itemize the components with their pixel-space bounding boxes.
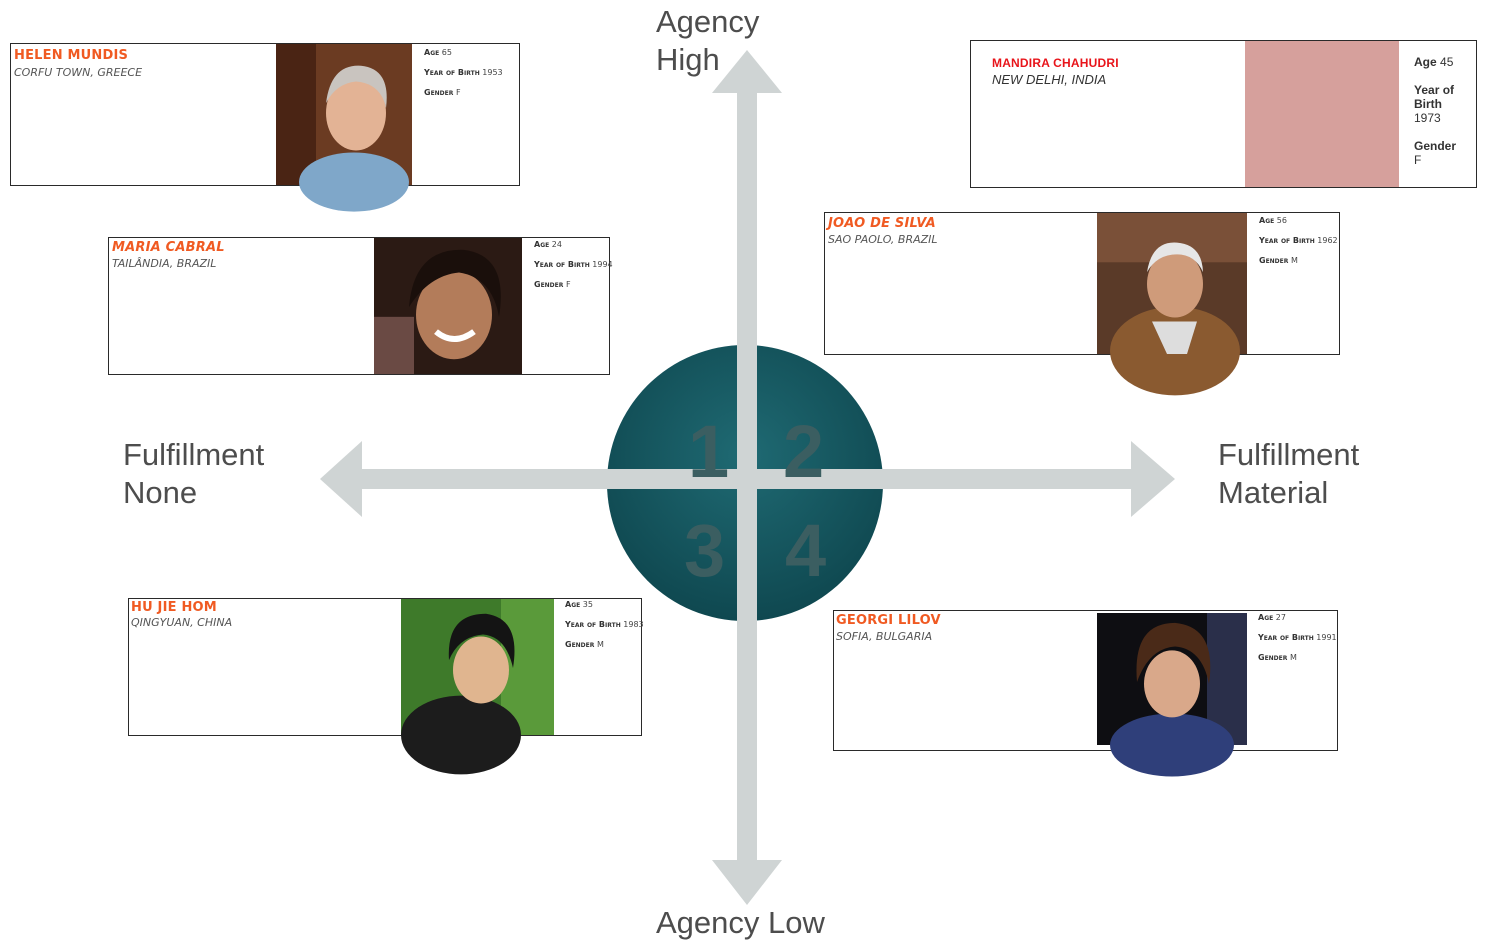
gender-value: M [1290, 256, 1298, 265]
yob-label: Year of Birth [565, 620, 621, 629]
yob-value: 1953 [482, 68, 503, 77]
gender-label: Gender [424, 88, 454, 97]
axis-label-line: Agency [656, 4, 760, 39]
persona-photo [276, 44, 412, 212]
gender-value: F [455, 88, 461, 97]
persona-name: HU JIE HOM [131, 600, 217, 615]
persona-card-joao: JOAO DE SILVA SAO PAOLO, BRAZIL Age 56 Y… [824, 212, 1340, 396]
yob-value: 1973 [1414, 111, 1441, 125]
yob-label: Year of Birth [424, 68, 480, 77]
quadrant-2-number: 2 [783, 410, 824, 493]
yob-label: Year of Birth [534, 260, 590, 269]
persona-name: HELEN MUNDIS [14, 48, 129, 63]
yob-label: Year of Birth [1258, 633, 1314, 642]
persona-photo [374, 238, 522, 374]
gender-value: M [596, 640, 604, 649]
persona-card-mandira: MANDIRA CHAHUDRI NEW DELHI, INDIA Age 45… [970, 40, 1477, 188]
persona-info: Age 24 Year of Birth 1994 Gender F [534, 240, 613, 300]
persona-card-georgi: GEORGI LILOV SOFIA, BULGARIA Age 27 Year… [833, 610, 1338, 777]
persona-photo [1097, 613, 1247, 777]
age-label: Age [1258, 613, 1274, 622]
persona-photo [1097, 213, 1247, 396]
quadrant-1-number: 1 [688, 410, 729, 493]
quadrant-3-number: 3 [684, 509, 725, 592]
gender-label: Gender [1414, 139, 1457, 153]
axis-label-line: Agency Low [656, 905, 825, 940]
axis-label-line: Fulfillment [123, 437, 265, 472]
age-label: Age [424, 48, 440, 57]
persona-name: MANDIRA CHAHUDRI [992, 56, 1119, 70]
persona-photo [401, 599, 554, 775]
yob-value: 1991 [1316, 633, 1337, 642]
gender-value: M [1289, 653, 1297, 662]
gender-label: Gender [534, 280, 564, 289]
gender-value: F [1414, 153, 1422, 167]
yob-value: 1994 [592, 260, 613, 269]
persona-info: Age 56 Year of Birth 1962 Gender M [1259, 216, 1338, 276]
age-label: Age [1414, 55, 1437, 69]
persona-photo-placeholder [1245, 41, 1399, 187]
persona-location: SAO PAOLO, BRAZIL [828, 233, 938, 246]
persona-location: SOFIA, BULGARIA [836, 630, 933, 643]
age-label: Age [1259, 216, 1275, 225]
persona-card-hu: HU JIE HOM QINGYUAN, CHINA Age 35 Year o… [128, 598, 644, 775]
quadrant-4-number: 4 [785, 509, 826, 592]
persona-info: Age 27 Year of Birth 1991 Gender M [1258, 613, 1337, 673]
age-value: 56 [1276, 216, 1287, 225]
axis-label-fulfillment-none: Fulfillment None [123, 436, 264, 512]
age-value: 45 [1440, 55, 1454, 69]
age-value: 24 [551, 240, 562, 249]
yob-label: Year of Birth [1414, 83, 1455, 111]
persona-location: TAILÂNDIA, BRAZIL [112, 257, 217, 270]
persona-location: QINGYUAN, CHINA [131, 616, 233, 629]
yob-value: 1983 [623, 620, 644, 629]
persona-info: Age 65 Year of Birth 1953 Gender F [424, 48, 503, 108]
age-value: 65 [441, 48, 452, 57]
vertical-axis [712, 50, 782, 905]
gender-label: Gender [1258, 653, 1288, 662]
age-label: Age [534, 240, 550, 249]
yob-label: Year of Birth [1259, 236, 1315, 245]
yob-value: 1962 [1317, 236, 1338, 245]
gender-label: Gender [1259, 256, 1289, 265]
persona-info: Age 35 Year of Birth 1983 Gender M [565, 600, 644, 660]
age-value: 35 [582, 600, 593, 609]
age-label: Age [565, 600, 581, 609]
persona-location: CORFU TOWN, GREECE [14, 66, 143, 79]
persona-name: MARIA CABRAL [112, 240, 225, 255]
axis-label-agency-low: Agency Low [656, 904, 825, 942]
persona-card-helen: HELEN MUNDIS CORFU TOWN, GREECE Age 65 Y… [10, 43, 520, 212]
gender-value: F [565, 280, 571, 289]
axis-label-fulfillment-material: Fulfillment Material [1218, 436, 1359, 512]
axis-label-agency-high: Agency High [656, 3, 759, 79]
persona-location: NEW DELHI, INDIA [992, 72, 1107, 87]
axis-label-line: High [656, 42, 720, 77]
axis-label-line: Material [1218, 475, 1329, 510]
axis-label-line: None [123, 475, 198, 510]
persona-card-maria: MARIA CABRAL TAILÂNDIA, BRAZIL Age 24 Ye… [108, 237, 613, 375]
persona-name: GEORGI LILOV [836, 613, 941, 628]
persona-name: JOAO DE SILVA [828, 216, 936, 231]
axis-label-line: Fulfillment [1218, 437, 1360, 472]
age-value: 27 [1275, 613, 1286, 622]
gender-label: Gender [565, 640, 595, 649]
